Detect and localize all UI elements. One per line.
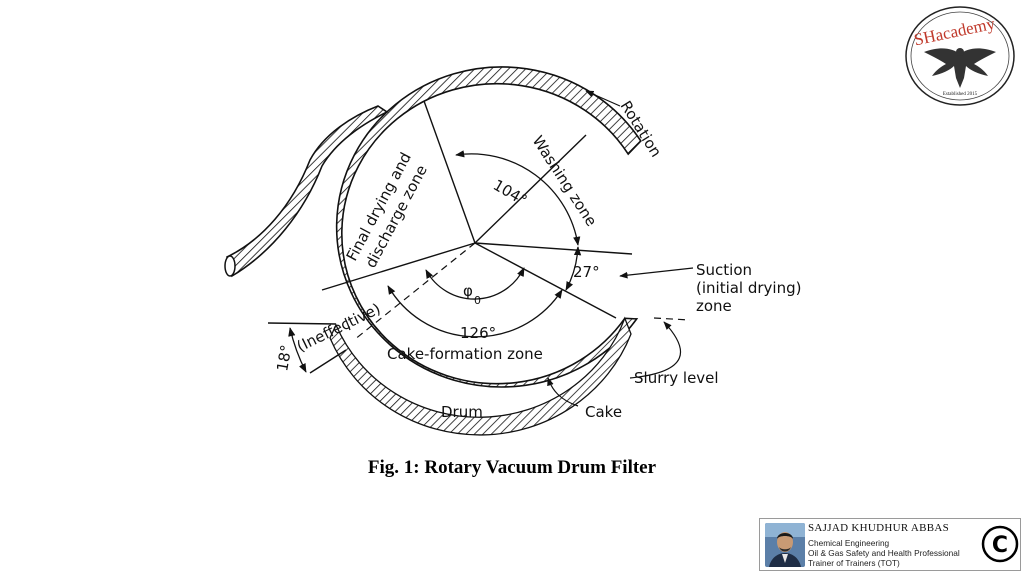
author-title-3: Trainer of Trainers (TOT) xyxy=(808,558,900,568)
angle-18-label: 18° xyxy=(273,343,295,372)
avatar xyxy=(765,523,805,567)
filter-cloth-band xyxy=(335,66,642,388)
cake-label: Cake xyxy=(585,403,622,421)
shacademy-logo: SHacademy Established 2015 xyxy=(905,6,1015,106)
belt-tail xyxy=(226,105,389,278)
angle-104-label: 104° xyxy=(490,176,530,210)
svg-text:C: C xyxy=(992,533,1008,558)
figure-caption: Fig. 1: Rotary Vacuum Drum Filter xyxy=(367,457,657,478)
author-name: SAJJAD KHUDHUR ABBAS xyxy=(808,522,950,534)
author-title-2: Oil & Gas Safety and Health Professional xyxy=(808,548,960,558)
arc-18 xyxy=(288,327,307,373)
arc-27 xyxy=(565,246,582,291)
angle-27-label: 27° xyxy=(573,263,600,281)
arc-ineffective xyxy=(344,317,351,331)
copyright-icon: C xyxy=(981,525,1019,563)
cake-layer xyxy=(329,316,632,436)
author-title-1: Chemical Engineering xyxy=(808,538,890,548)
arc-phi xyxy=(425,267,525,300)
cake-formation-zone-label: Cake-formation zone xyxy=(387,345,543,363)
slurry-level-label: Slurry level xyxy=(634,369,719,387)
author-card: SAJJAD KHUDHUR ABBAS Chemical Engineerin… xyxy=(759,518,1021,571)
suction-label-3: zone xyxy=(696,297,732,315)
phi-label: φ xyxy=(463,282,473,300)
logo-established: Established 2015 xyxy=(943,92,978,97)
arc-126 xyxy=(387,285,563,338)
suction-label-2: (initial drying) xyxy=(696,279,801,297)
eagle-icon xyxy=(924,48,996,88)
drum-label: Drum xyxy=(441,403,483,421)
phi-subscript: 0 xyxy=(474,294,481,307)
angle-126-label: 126° xyxy=(460,324,496,342)
suction-label-1: Suction xyxy=(696,261,752,279)
arc-104 xyxy=(455,150,581,246)
